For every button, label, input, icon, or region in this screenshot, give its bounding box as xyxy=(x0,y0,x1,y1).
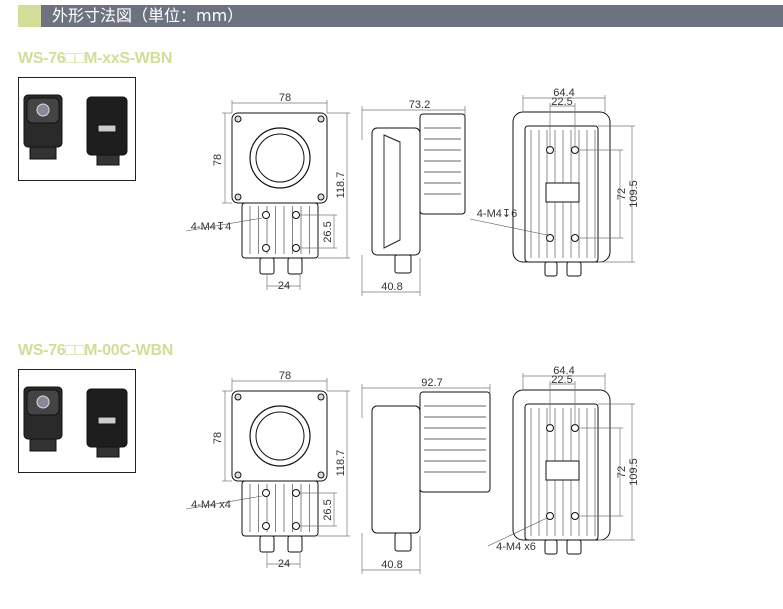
dim-hole-spacing-v-label: 72 xyxy=(616,188,628,200)
dim-total-height-label: 118.7 xyxy=(335,450,347,477)
back-connector-icon xyxy=(566,539,582,555)
dim-depth-label: 92.7 xyxy=(421,377,442,389)
connector-icon xyxy=(259,535,275,553)
dim-height-label: 78 xyxy=(212,432,224,444)
camera-back-connectors xyxy=(96,446,120,458)
front-view: 78 78 118.7 26.5 24 4-M4 x4 xyxy=(185,370,350,570)
dim-hole-spacing-h-label: 22.5 xyxy=(551,96,572,108)
dim-base-depth-label: 40.8 xyxy=(381,281,402,293)
mount-hole-icon xyxy=(292,211,300,219)
side-bevel xyxy=(383,134,401,249)
dim-height-label: 78 xyxy=(212,154,224,166)
mount-hole-icon xyxy=(571,234,579,242)
drawing-set-2: 78 78 118.7 26.5 24 4-M4 x4 92.7 40.8 64.422.5 72… xyxy=(185,134,640,574)
connector-icon xyxy=(259,257,275,275)
leader-line xyxy=(185,495,263,510)
side-body xyxy=(371,405,421,534)
product-photo-cameras xyxy=(23,386,128,458)
leader-line xyxy=(469,218,548,236)
mount-hole-icon xyxy=(292,244,300,252)
product-photo-cameras xyxy=(23,94,128,166)
back-connector-icon xyxy=(544,261,558,277)
screw-icon xyxy=(234,471,242,479)
dim-back-height-label: 109.5 xyxy=(628,458,640,486)
connector-icon xyxy=(287,535,303,553)
mount-hole-icon xyxy=(571,512,579,520)
leader-line xyxy=(185,217,263,232)
nameplate xyxy=(545,182,580,203)
screw-icon xyxy=(317,393,325,401)
lens xyxy=(255,411,305,461)
dim-back-width-label: 64.4 xyxy=(553,87,574,99)
back-connector-icon xyxy=(566,261,582,277)
screw-icon xyxy=(317,115,325,123)
dim-back-width-label: 64.4 xyxy=(553,365,574,377)
dim-width-label: 78 xyxy=(279,370,291,382)
dim-hole-spacing-v-label: 72 xyxy=(616,466,628,478)
mount-hole-icon xyxy=(262,489,270,497)
lens xyxy=(255,133,305,183)
dim-back-height-label: 109.5 xyxy=(628,180,640,208)
back-connector-icon xyxy=(544,539,558,555)
dim-total-height-label: 118.7 xyxy=(335,172,347,199)
mount-hole-icon xyxy=(262,522,270,530)
dim-base-depth-label: 40.8 xyxy=(381,559,402,571)
mount-hole-icon xyxy=(546,234,554,242)
screw-icon xyxy=(234,393,242,401)
thread-callout-label: 4-M4↧4 xyxy=(191,221,231,233)
camera-connectors xyxy=(29,438,57,452)
side-view: 92.7 40.8 xyxy=(361,134,491,574)
dim-depth-label: 73.2 xyxy=(409,99,430,111)
side-body xyxy=(371,127,421,256)
thread-callout-label: 4-M4 x4 xyxy=(191,499,231,511)
section-header-bar: 外形寸法図（単位：mm） xyxy=(18,5,783,27)
camera-label xyxy=(97,416,117,425)
model-title-2: WS-76□□M-00C-WBN xyxy=(18,342,173,359)
dim-hole-spacing-label: 26.5 xyxy=(322,221,334,242)
camera-label xyxy=(97,124,117,133)
thread-callout-label: 4-M4↧6 xyxy=(477,208,517,220)
mount-hole-icon xyxy=(262,244,270,252)
mount-hole-icon xyxy=(292,522,300,530)
front-body xyxy=(241,202,319,259)
nameplate xyxy=(545,460,580,481)
screw-icon xyxy=(317,193,325,201)
leader-line xyxy=(487,517,548,547)
connector-icon xyxy=(287,257,303,275)
screw-icon xyxy=(234,193,242,201)
heatsink xyxy=(419,391,491,493)
front-view: 78 78 118.7 26.5 24 4-M4↧4 xyxy=(185,92,350,292)
camera-lens xyxy=(36,103,50,117)
side-view: 73.2 40.8 xyxy=(361,99,466,296)
dim-hole-spacing-label: 26.5 xyxy=(322,499,334,520)
model-title-1: WS-76□□M-xxS-WBN xyxy=(18,50,173,67)
side-connector-icon xyxy=(394,254,412,274)
camera-lens xyxy=(36,395,50,409)
screw-icon xyxy=(317,471,325,479)
dim-connector-spacing-label: 24 xyxy=(278,558,290,570)
screw-icon xyxy=(234,115,242,123)
mount-hole-icon xyxy=(546,512,554,520)
header-title: 外形寸法図（単位：mm） xyxy=(52,6,244,25)
dim-hole-spacing-h-label: 22.5 xyxy=(551,374,572,386)
side-connector-icon xyxy=(394,532,412,552)
front-body xyxy=(241,480,319,537)
heatsink xyxy=(419,113,466,215)
dim-width-label: 78 xyxy=(279,92,291,104)
header-accent-square xyxy=(18,5,41,27)
camera-connectors xyxy=(29,146,57,160)
camera-back-connectors xyxy=(96,154,120,166)
mount-hole-icon xyxy=(292,489,300,497)
dim-connector-spacing-label: 24 xyxy=(278,280,290,292)
thread-callout-label: 4-M4 x6 xyxy=(496,541,536,553)
mount-hole-icon xyxy=(262,211,270,219)
